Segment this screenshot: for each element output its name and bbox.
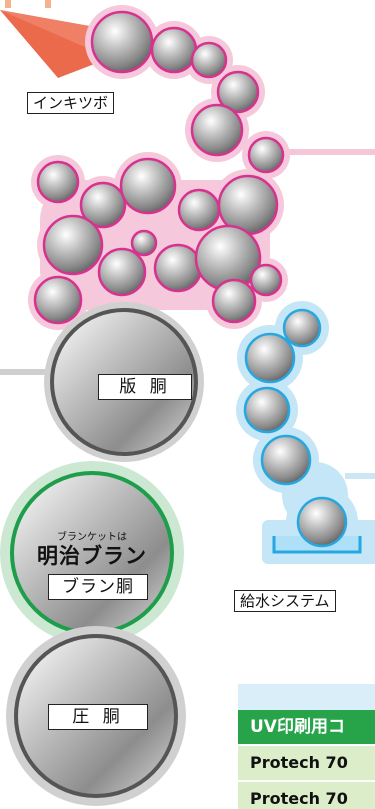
ink-fountain-label: インキツボ xyxy=(27,92,115,114)
ink-roller xyxy=(211,278,257,324)
blanket-brand: 明治ブラン xyxy=(37,544,147,568)
ink-roller xyxy=(150,26,198,74)
dampening-system-label: 給水システム xyxy=(234,590,336,612)
product-table: UV印刷用コ Protech 70 Protech 70 xyxy=(238,684,375,809)
water-roller xyxy=(296,496,348,548)
ink-roller xyxy=(216,70,260,114)
ink-roller xyxy=(177,188,221,232)
plate-cylinder-label: 版 胴 xyxy=(98,374,192,400)
water-roller xyxy=(282,308,322,348)
blanket-cylinder-label: ブラン胴 xyxy=(48,574,148,600)
ink-roller xyxy=(79,181,127,229)
ink-rollers xyxy=(33,10,285,325)
water-rollers xyxy=(243,308,348,548)
water-roller xyxy=(243,386,291,434)
ink-roller xyxy=(97,247,147,297)
ink-roller xyxy=(153,243,203,293)
ink-roller xyxy=(90,10,154,74)
ink-roller xyxy=(33,275,83,325)
impression-cylinder-label: 圧 胴 xyxy=(48,704,148,730)
ink-roller xyxy=(249,263,283,297)
ink-roller xyxy=(190,41,228,79)
water-roller xyxy=(244,332,296,384)
ink-roller xyxy=(42,214,104,276)
blanket-note: ブランケットは xyxy=(57,532,127,543)
table-row: Protech 70 xyxy=(238,744,375,780)
water-roller xyxy=(260,434,312,486)
ink-roller xyxy=(36,160,80,204)
ink-roller xyxy=(130,229,158,257)
table-row: Protech 70 xyxy=(238,780,375,809)
table-header: UV印刷用コ xyxy=(238,710,375,744)
ink-roller xyxy=(247,136,285,174)
ink-roller xyxy=(119,157,177,215)
ink-roller xyxy=(190,103,244,157)
